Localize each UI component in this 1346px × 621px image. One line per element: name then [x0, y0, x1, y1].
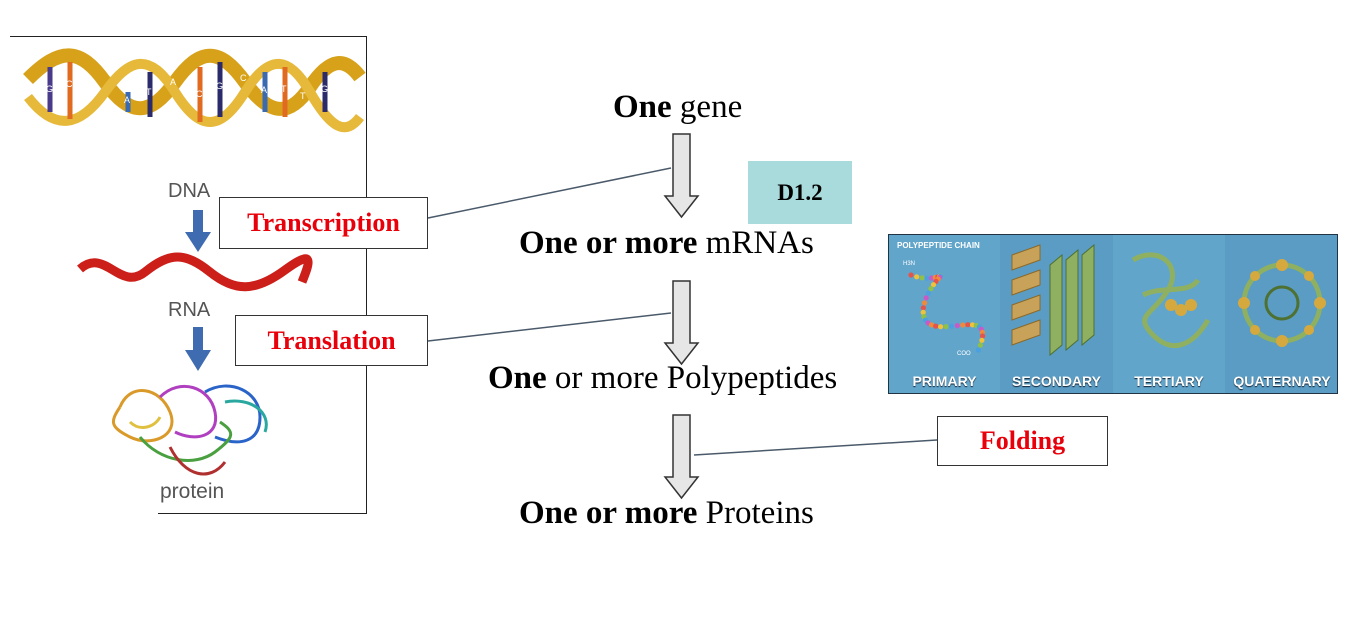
amino-acid-bead	[965, 322, 971, 328]
secondary-structure: SECONDARY	[1000, 235, 1113, 393]
dna-base-g: G	[216, 81, 223, 91]
dna-base-g: G	[46, 84, 53, 94]
c-terminus-label: COO	[957, 351, 971, 357]
protein-label: protein	[160, 480, 225, 503]
stage-protein-text: Proteins	[697, 495, 814, 531]
dna-base-c: C	[66, 79, 73, 89]
amino-acid-bead	[977, 342, 983, 348]
flow-down-arrow-icon	[663, 280, 700, 366]
amino-acid-bead	[923, 295, 929, 301]
amino-acid-bead	[924, 275, 930, 281]
transcription-label: Transcription	[247, 208, 400, 237]
folding-label: Folding	[979, 426, 1066, 455]
amino-acid-bead	[914, 274, 920, 280]
amino-acid-bead	[949, 323, 955, 329]
quaternary-complex-icon	[1238, 259, 1326, 347]
rna-label: RNA	[168, 299, 211, 321]
protein-structure-levels: POLYPEPTIDE CHAIN H3N COO PRIMARY SECOND…	[888, 234, 1338, 394]
central-dogma-illustration: G C A T C G A T G A C T DNA RNA protein	[10, 36, 367, 514]
amino-acid-bead	[920, 309, 926, 315]
amino-acid-bead	[979, 329, 985, 335]
amino-acid-bead	[933, 323, 939, 329]
primary-chain-icon: H3N COO	[903, 261, 986, 357]
quaternary-label: QUATERNARY	[1233, 373, 1331, 389]
dna-base-t: T	[300, 91, 306, 101]
amino-acid-bead	[938, 324, 944, 330]
section-badge: D1.2	[748, 161, 852, 224]
amino-acid-bead	[979, 337, 985, 343]
translation-label-box: Translation	[235, 315, 428, 366]
down-arrow-icon	[185, 327, 211, 371]
amino-acid-bead	[980, 333, 986, 339]
stage-gene: One gene	[613, 89, 742, 126]
amino-acid-bead	[921, 300, 928, 306]
stage-mrna-text: mRNAs	[697, 225, 814, 261]
connector-lines	[427, 167, 938, 456]
amino-acid-bead	[925, 290, 931, 296]
transcription-label-box: Transcription	[219, 197, 428, 249]
amino-acid-bead	[930, 282, 937, 288]
amino-acid-bead	[954, 323, 960, 329]
stage-mrna: One or more mRNAs	[519, 225, 814, 262]
stage-protein: One or more Proteins	[519, 495, 814, 532]
stage-polypeptide: One or more Polypeptides	[488, 360, 837, 397]
polypeptide-chain-caption: POLYPEPTIDE CHAIN	[897, 241, 980, 250]
dna-base-c: C	[240, 73, 247, 83]
dna-base-t: T	[146, 87, 152, 97]
dogma-artwork: G C A T C G A T G A C T	[23, 48, 366, 476]
amino-acid-bead	[919, 275, 925, 281]
stage-gene-text: gene	[671, 89, 743, 125]
down-arrow-icon	[185, 210, 211, 252]
stage-polypeptide-text: or more Polypeptides	[546, 360, 838, 396]
amino-acid-bead	[908, 272, 914, 278]
dna-base-a: A	[170, 77, 176, 87]
panel-bottom-border	[158, 513, 367, 514]
dna-base-t: T	[281, 84, 287, 94]
stage-mrna-bold: One or more	[519, 225, 698, 261]
translation-label: Translation	[267, 325, 396, 355]
dna-base-a: A	[261, 85, 267, 95]
amino-acid-bead	[928, 286, 934, 292]
stage-polypeptide-bold: One	[488, 360, 547, 396]
stage-gene-bold: One	[613, 89, 672, 125]
dna-base-a: A	[124, 95, 130, 105]
dna-helix-icon	[23, 48, 366, 133]
dna-label: DNA	[168, 180, 211, 202]
folding-label-box: Folding	[937, 416, 1108, 466]
n-terminus-label: H3N	[903, 261, 915, 267]
amino-acid-bead	[920, 305, 926, 311]
tertiary-fold-icon	[1131, 252, 1211, 349]
amino-acid-bead	[943, 324, 949, 330]
secondary-helix-sheet-icon	[1011, 243, 1095, 357]
dna-base-letters: G C A T C G A T G A C T	[46, 73, 328, 105]
stage-protein-bold: One or more	[519, 495, 698, 531]
amino-acid-bead	[975, 347, 981, 353]
dna-base-c: C	[196, 89, 203, 99]
amino-acid-bead	[960, 322, 966, 328]
primary-label: PRIMARY	[912, 373, 977, 389]
amino-acid-bead	[928, 322, 935, 328]
dna-base-g: G	[321, 84, 328, 94]
flow-down-arrow-icon	[663, 414, 700, 500]
rna-strand-icon	[77, 252, 313, 292]
primary-structure: POLYPEPTIDE CHAIN H3N COO PRIMARY	[889, 235, 1000, 393]
protein-structure-icon	[112, 384, 268, 476]
tertiary-structure: TERTIARY	[1113, 235, 1225, 393]
tertiary-label: TERTIARY	[1134, 373, 1204, 389]
section-badge-text: D1.2	[777, 179, 823, 205]
quaternary-structure: QUATERNARY	[1225, 235, 1337, 393]
flow-down-arrow-icon	[663, 133, 700, 219]
secondary-label: SECONDARY	[1012, 373, 1101, 389]
